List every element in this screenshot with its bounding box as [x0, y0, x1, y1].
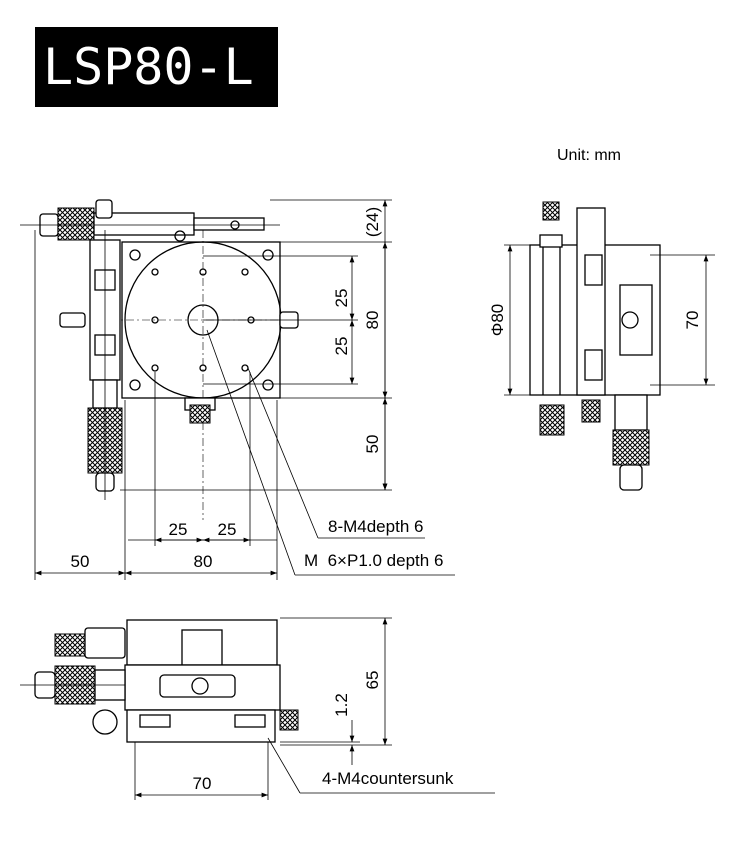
micrometer-knob-top [57, 207, 95, 241]
top-view: (24) 25 80 25 50 25 25 50 80 8-M4depth 6… [20, 199, 455, 580]
unit-label: Unit: mm [557, 147, 621, 164]
note-countersunk: 4-M4countersunk [322, 769, 454, 788]
front-view: 65 1.2 70 4-M4countersunk [20, 617, 495, 800]
dim-1-2: 1.2 [332, 693, 351, 717]
dim-65: 65 [363, 671, 382, 690]
dim-25-lower: 25 [332, 337, 351, 356]
dim-80-horizontal: 80 [194, 552, 213, 571]
corner-holes [129, 249, 274, 391]
dim-70-side: 70 [683, 311, 702, 330]
dim-50-horizontal: 50 [71, 552, 90, 571]
model-title: LSP80-L [35, 27, 278, 107]
dim-25-upper: 25 [332, 289, 351, 308]
dim-25-right: 25 [218, 520, 237, 539]
dim-25-left: 25 [169, 520, 188, 539]
dim-24: (24) [363, 207, 382, 237]
dim-50-vertical: 50 [363, 435, 382, 454]
dim-70-front: 70 [193, 774, 212, 793]
dim-80-vertical: 80 [363, 311, 382, 330]
dim-phi80: Φ80 [488, 304, 507, 336]
side-view: Φ80 70 [488, 201, 715, 491]
note-8-m4-holes: 8-M4depth 6 [328, 517, 423, 536]
note-center-thread: M 6×P1.0 depth 6 [304, 551, 443, 570]
